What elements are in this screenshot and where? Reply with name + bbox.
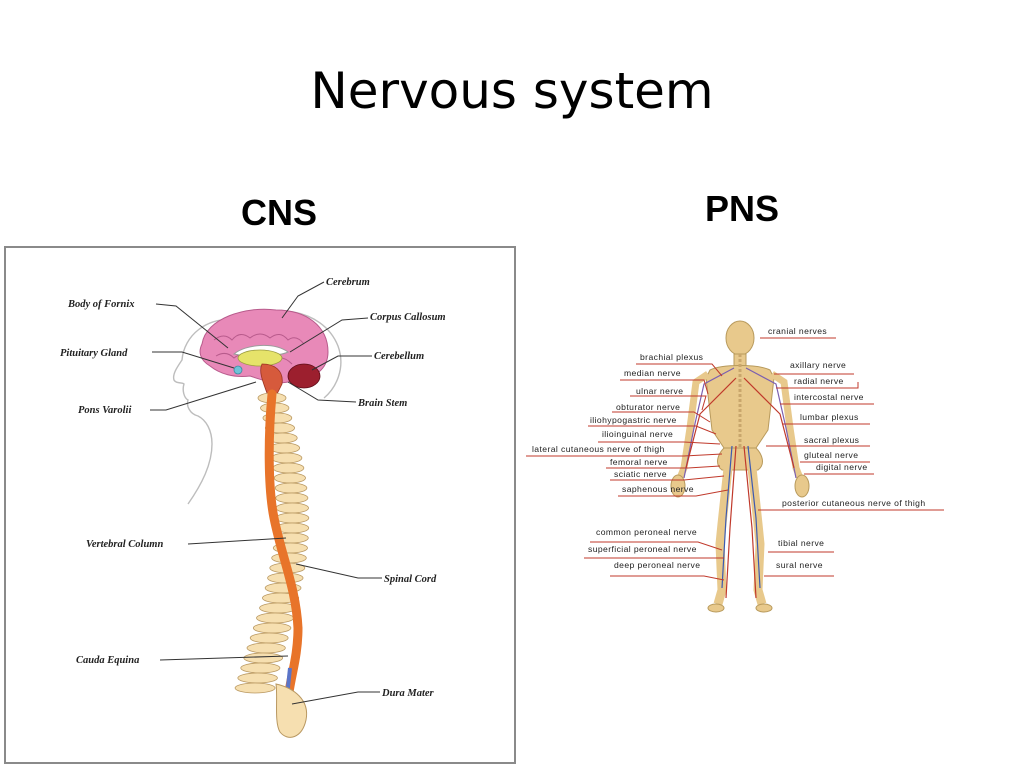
- label-body-of-fornix: Body of Fornix: [67, 299, 135, 310]
- vertebra: [249, 632, 289, 644]
- label-spinal-cord: Spinal Cord: [384, 574, 437, 585]
- vertebra: [240, 662, 281, 674]
- vertebra: [256, 612, 295, 624]
- thalamus-shape: [237, 349, 283, 367]
- spinal-cord-shape: [264, 389, 303, 705]
- vertebra: [237, 672, 278, 684]
- label-corpus-callosum: Corpus Callosum: [370, 312, 446, 323]
- label-cerebrum: Cerebrum: [326, 277, 370, 288]
- label-intercostal-nerve: intercostal nerve: [794, 392, 864, 402]
- cns-diagram-panel: Cerebrum Corpus Callosum Cerebellum Brai…: [4, 246, 516, 764]
- head-silhouette: [172, 318, 239, 505]
- vertebra: [275, 492, 309, 504]
- slide-title: Nervous system: [310, 62, 714, 120]
- label-common-peroneal-nerve: common peroneal nerve: [596, 527, 697, 537]
- label-tibial-nerve: tibial nerve: [778, 538, 824, 548]
- label-iliohypogastric-nerve: iliohypogastric nerve: [590, 415, 677, 425]
- label-deep-peroneal-nerve: deep peroneal nerve: [614, 560, 700, 570]
- label-pituitary-gland: Pituitary Gland: [60, 348, 128, 359]
- label-sural-nerve: sural nerve: [776, 560, 823, 570]
- pns-heading: PNS: [705, 188, 780, 229]
- vertebra: [273, 472, 306, 484]
- cns-diagram: Cerebrum Corpus Callosum Cerebellum Brai…: [60, 277, 446, 738]
- vertebra: [234, 682, 276, 694]
- sacrum-shape: [275, 683, 308, 738]
- vertebra: [272, 462, 305, 474]
- label-gluteal-nerve: gluteal nerve: [804, 450, 858, 460]
- vertebra: [275, 512, 310, 524]
- vertebra: [259, 602, 297, 614]
- label-axillary-nerve: axillary nerve: [790, 360, 846, 370]
- vertebra: [271, 452, 303, 464]
- vertebra: [275, 502, 309, 514]
- label-lumbar-plexus: lumbar plexus: [800, 412, 859, 422]
- label-pons-varolii: Pons Varolii: [78, 405, 131, 416]
- label-brain-stem: Brain Stem: [357, 398, 407, 409]
- vertebra: [274, 482, 308, 494]
- pituitary-shape: [233, 365, 243, 375]
- label-cauda-equina: Cauda Equina: [76, 655, 139, 666]
- vertebra: [243, 652, 283, 664]
- label-obturator-nerve: obturator nerve: [616, 402, 680, 412]
- label-superficial-peroneal-nerve: superficial peroneal nerve: [588, 544, 697, 554]
- label-cranial-nerves: cranial nerves: [768, 326, 827, 336]
- nerve-network: [683, 367, 797, 599]
- cns-heading: CNS: [241, 192, 318, 233]
- label-radial-nerve: radial nerve: [794, 376, 844, 386]
- label-brachial-plexus: brachial plexus: [640, 352, 703, 362]
- vertebra: [246, 642, 286, 654]
- label-dura-mater: Dura Mater: [381, 688, 435, 699]
- label-sacral-plexus: sacral plexus: [804, 435, 859, 445]
- label-ilioinguinal-nerve: ilioinguinal nerve: [602, 429, 673, 439]
- label-posterior-cutaneous-nerve-of-thigh: posterior cutaneous nerve of thigh: [782, 498, 926, 508]
- label-median-nerve: median nerve: [624, 368, 681, 378]
- label-digital-nerve: digital nerve: [816, 462, 868, 472]
- label-cerebellum: Cerebellum: [374, 351, 424, 362]
- label-sciatic-nerve: sciatic nerve: [614, 469, 667, 479]
- label-vertebral-column: Vertebral Column: [86, 539, 163, 550]
- label-saphenous-nerve: saphenous nerve: [622, 484, 694, 494]
- vertebra: [252, 622, 292, 634]
- label-ulnar-nerve: ulnar nerve: [636, 386, 683, 396]
- vertebra: [269, 442, 301, 454]
- label-femoral-nerve: femoral nerve: [610, 457, 668, 467]
- pns-diagram: cranial nerves brachial plexus axillary …: [526, 320, 944, 613]
- label-lateral-cutaneous-nerve-of-thigh: lateral cutaneous nerve of thigh: [532, 444, 665, 454]
